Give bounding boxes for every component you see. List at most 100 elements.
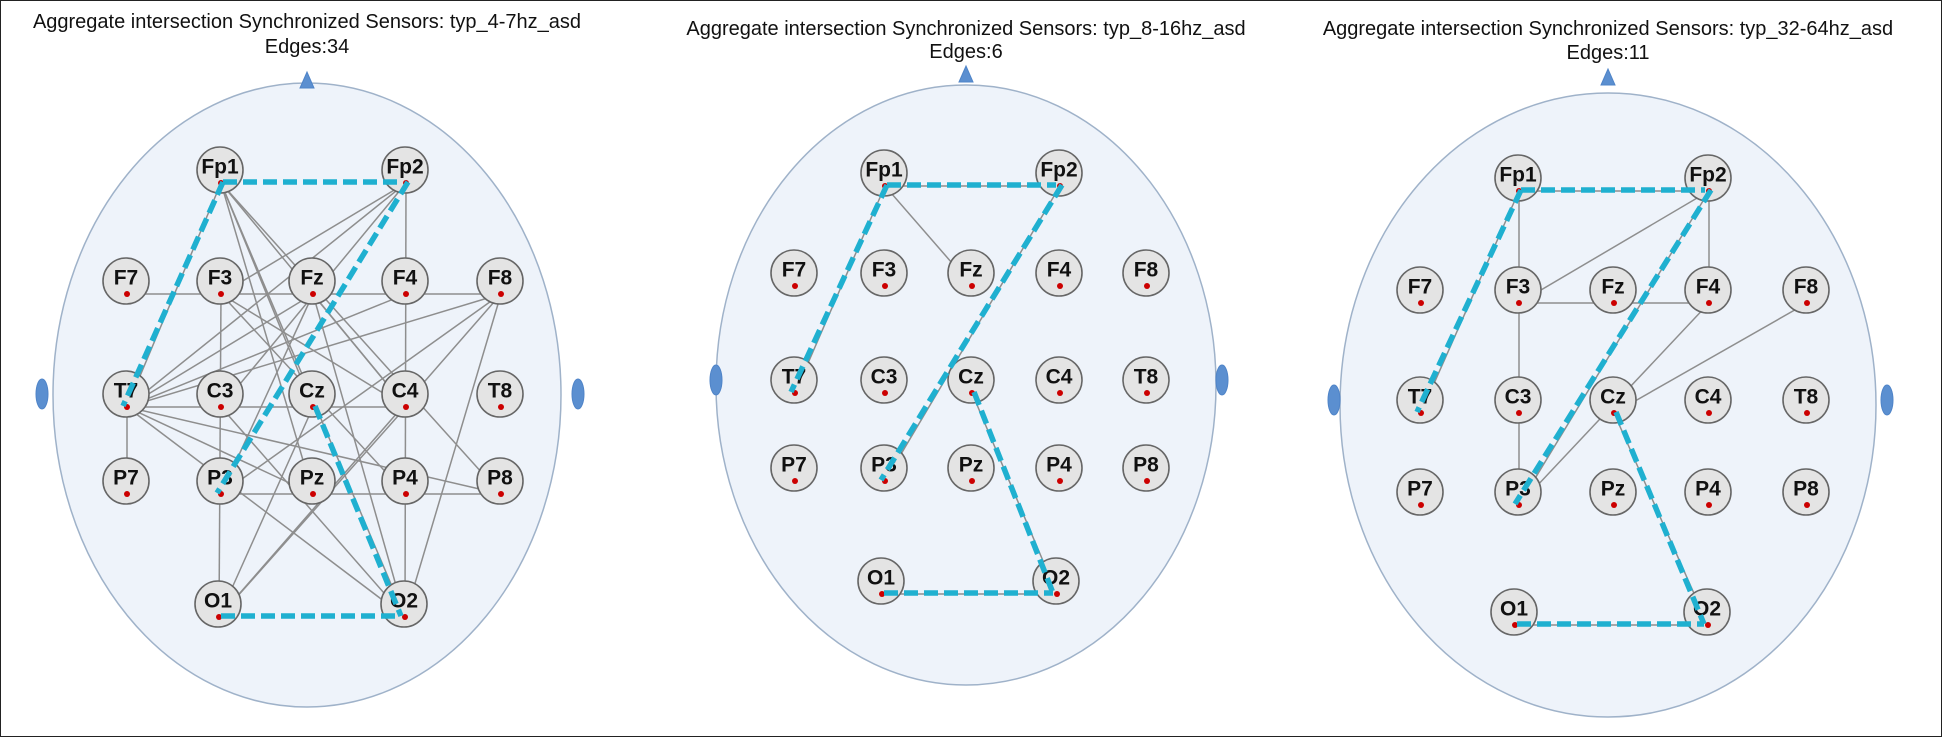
sensor-circle: [860, 444, 908, 492]
sensor-label: F4: [1047, 259, 1072, 282]
edge-T7-Pz: [126, 406, 314, 495]
sensor-dot: [1144, 390, 1150, 396]
left-ear-marker: [709, 364, 723, 396]
sensor-Pz: Pz: [288, 457, 336, 505]
sensor-P3: P3: [1494, 468, 1542, 516]
sensor-label: Cz: [958, 366, 984, 389]
sensor-label: P8: [1793, 478, 1819, 501]
sensor-Fz: Fz: [288, 257, 336, 305]
sensor-circle: [476, 370, 524, 418]
sync-edges-layer: [1414, 187, 1714, 627]
sensor-F3: F3: [196, 257, 244, 305]
nose-marker: [958, 64, 974, 83]
sensor-label: Fp2: [1040, 159, 1077, 182]
sensor-label: T8: [1794, 386, 1819, 409]
sensor-circle: [288, 257, 336, 305]
sync-edge-Cz-O2: [1613, 410, 1707, 626]
sensor-circle: [381, 457, 429, 505]
sensor-dot: [882, 283, 888, 289]
sensor-T7: T7: [770, 356, 818, 404]
sensor-dot: [403, 491, 409, 497]
sensor-O2: O2: [380, 580, 428, 628]
sensor-label: Pz: [959, 454, 984, 477]
sensor-dot: [1512, 622, 1518, 628]
sensor-T8: T8: [1782, 376, 1830, 424]
sensor-circle: [1684, 154, 1732, 202]
sensor-dot: [218, 404, 224, 410]
sensor-label: T8: [1134, 366, 1159, 389]
edge-Cz-O1: [218, 406, 314, 618]
sensor-F8: F8: [1122, 249, 1170, 297]
sensor-circle: [1035, 444, 1083, 492]
sensor-Cz: Cz: [947, 356, 995, 404]
sensor-C4: C4: [1035, 356, 1083, 404]
sensor-label: F3: [872, 259, 897, 282]
edge-T7-P8: [126, 406, 502, 495]
sensor-label: C4: [1046, 366, 1073, 389]
sensor-dot: [1706, 502, 1712, 508]
sensor-dot: [1418, 300, 1424, 306]
sensor-dot: [1516, 410, 1522, 416]
sensor-O2: O2: [1683, 588, 1731, 636]
sensor-P7: P7: [102, 457, 150, 505]
sensor-dot: [969, 283, 975, 289]
sensor-dot: [216, 614, 222, 620]
sensor-F4: F4: [381, 257, 429, 305]
sensor-circle: [1684, 266, 1732, 314]
sensor-P8: P8: [1782, 468, 1830, 516]
sensor-dot: [792, 478, 798, 484]
sensor-label: P7: [781, 454, 807, 477]
sensor-circle: [196, 257, 244, 305]
sensor-C4: C4: [1684, 376, 1732, 424]
sensor-label: O1: [1500, 598, 1528, 621]
edge-F8-O2: [404, 293, 502, 618]
edge-Fp1-T7: [794, 185, 886, 394]
sensor-circle: [1122, 249, 1170, 297]
sensor-label: P4: [1695, 478, 1721, 501]
sensor-dot: [879, 591, 885, 597]
sync-edge-Fp1-T7: [1414, 188, 1524, 414]
sensor-label: F7: [1408, 276, 1433, 299]
sync-edges-layer: [788, 182, 1065, 596]
sensor-dot: [1516, 300, 1522, 306]
sensor-dot: [1611, 502, 1617, 508]
sensor-label: C4: [1695, 386, 1722, 409]
right-ear-marker: [1880, 384, 1894, 416]
sensor-label: P4: [392, 467, 418, 490]
sync-edge-Fp1-T7: [788, 183, 890, 394]
sensor-F8: F8: [476, 257, 524, 305]
sync-edge-Cz-O2: [971, 390, 1056, 595]
sensor-circle: [1035, 249, 1083, 297]
sensor-dot: [124, 491, 130, 497]
sensor-F3: F3: [1494, 266, 1542, 314]
sensor-C3: C3: [1494, 376, 1542, 424]
sensor-circle: [102, 257, 150, 305]
sensor-circle: [1684, 468, 1732, 516]
sensor-P4: P4: [381, 457, 429, 505]
sync-edge-Fp2-P3: [878, 183, 1065, 482]
sensor-circle: [947, 249, 995, 297]
sensor-label: Fz: [1601, 276, 1624, 299]
edge-F8-T7: [126, 293, 502, 408]
sensor-dot: [1804, 410, 1810, 416]
sensor-circle: [102, 457, 150, 505]
sensor-dot: [969, 478, 975, 484]
edge-F4-T7: [126, 293, 407, 408]
panel-32-64hz: Aggregate intersection Synchronized Sens…: [1323, 18, 1894, 718]
sensor-label: O1: [204, 590, 232, 613]
sensor-label: T7: [114, 380, 139, 403]
panel-title: Aggregate intersection Synchronized Sens…: [686, 18, 1245, 40]
sync-edge-Fp2-P3: [214, 180, 411, 495]
sensor-dot: [124, 291, 130, 297]
sensor-circle: [1782, 266, 1830, 314]
sensor-circle: [196, 457, 244, 505]
sensor-circle: [1589, 376, 1637, 424]
sensor-circle: [947, 356, 995, 404]
left-ear-marker: [35, 378, 49, 410]
sensor-label: Fp1: [865, 159, 903, 182]
sensor-label: P3: [207, 467, 233, 490]
sensor-Pz: Pz: [947, 444, 995, 492]
sensor-dot: [498, 404, 504, 410]
sensor-label: Fz: [300, 267, 323, 290]
